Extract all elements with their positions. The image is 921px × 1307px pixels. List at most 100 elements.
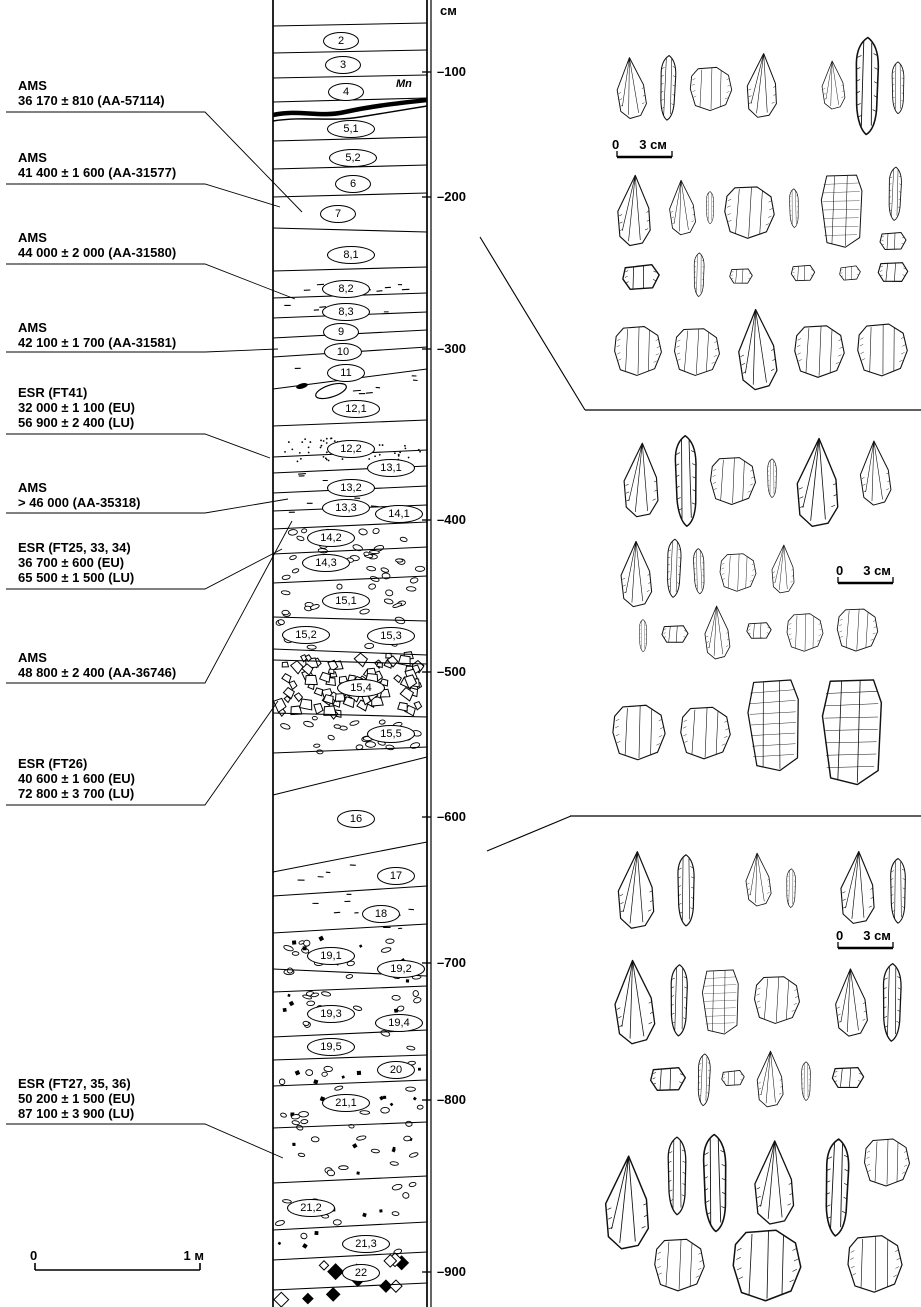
layer-oval: 14,3: [302, 554, 350, 572]
depth-tick-label: –600: [437, 809, 466, 824]
layer-oval: 19,5: [307, 1038, 355, 1056]
date-value: 72 800 ± 3 700 (LU): [18, 786, 135, 801]
layer-oval: 13,3: [322, 499, 370, 517]
strata-textures: [272, 283, 426, 1307]
date-method: AMS: [18, 320, 47, 335]
date-label: AMS> 46 000 (AA-35318): [18, 480, 141, 510]
layer-oval: 13,1: [367, 459, 415, 477]
lithic-artifact-drawing: [649, 1066, 687, 1092]
date-method: AMS: [18, 150, 47, 165]
lithic-artifact-drawing: [835, 607, 880, 653]
lithic-artifact-drawing: [744, 52, 780, 119]
date-value: 48 800 ± 2 400 (AA-36746): [18, 665, 177, 680]
date-label: ESR (FT27, 35, 36)50 200 ± 1 500 (EU)87 …: [18, 1076, 135, 1121]
main-scale-bar-labels: 0 1 м: [30, 1248, 204, 1263]
layer-oval: 19,2: [377, 960, 425, 978]
lithic-artifact-drawing: [728, 267, 754, 285]
lithic-artifact-drawing: [674, 434, 698, 528]
lithic-artifact-drawing: [668, 179, 697, 236]
lithic-artifact-drawing: [677, 854, 695, 927]
layer-oval: 5,2: [329, 149, 377, 167]
panel2-scale-zero: 0: [836, 563, 844, 578]
lithic-artifact-drawing: [689, 66, 733, 112]
layer-oval: 9: [323, 323, 359, 341]
layer-oval: 14,1: [375, 505, 423, 523]
lithic-artifact-drawing: [745, 621, 773, 640]
layer-oval: 6: [335, 175, 371, 193]
lithic-artifact-drawing: [660, 624, 690, 644]
lithic-artifact-drawing: [839, 850, 877, 925]
layer-oval: 16: [337, 810, 375, 828]
lithic-artifact-drawing: [753, 1139, 796, 1226]
layer-oval: 19,3: [307, 1005, 355, 1023]
layer-oval: 15,1: [322, 592, 370, 610]
lithic-artifact-drawing: [669, 963, 689, 1037]
lithic-artifact-drawing: [790, 264, 816, 282]
date-label: ESR (FT26)40 600 ± 1 600 (EU)72 800 ± 3 …: [18, 756, 135, 801]
layer-oval: 15,4: [337, 679, 385, 697]
panel3-scale-zero: 0: [836, 928, 844, 943]
panel3-scale-labels: 0 3 см: [836, 928, 891, 943]
lithic-artifact-drawing: [613, 325, 663, 377]
lithic-artifact-drawing: [612, 959, 657, 1045]
lithic-artifact-drawing: [653, 1238, 706, 1292]
lithic-artifact-drawing: [696, 1053, 712, 1107]
date-method: ESR (FT25, 33, 34): [18, 540, 131, 555]
date-method: AMS: [18, 480, 47, 495]
lithic-artifact-drawing: [701, 969, 739, 1035]
lithic-artifact-drawing: [887, 166, 903, 222]
layer-oval: 12,2: [327, 440, 375, 458]
lithic-artifact-drawing: [846, 1234, 904, 1294]
main-scale-end: 1 м: [183, 1248, 204, 1263]
date-value: 42 100 ± 1 700 (AA-31581): [18, 335, 177, 350]
depth-tick-label: –700: [437, 955, 466, 970]
layer-oval: 19,1: [307, 947, 355, 965]
layer-oval: 18: [362, 905, 400, 923]
layer-oval: 7: [320, 205, 356, 223]
date-value: 32 000 ± 1 100 (EU): [18, 400, 135, 415]
lithic-artifact-drawing: [881, 962, 903, 1043]
lithic-artifact-drawing: [820, 678, 883, 786]
panel2-scale-length: 3 см: [863, 563, 891, 578]
lithic-artifact-drawing: [719, 552, 757, 593]
lithic-artifact-drawing: [638, 619, 648, 653]
layer-oval: 15,2: [282, 626, 330, 644]
lithic-artifact-drawing: [736, 308, 779, 391]
depth-tick-label: –300: [437, 341, 466, 356]
lithic-artifact-drawing: [622, 441, 661, 519]
layer-oval: 8,2: [322, 280, 370, 298]
panel1-scale-length: 3 см: [639, 137, 667, 152]
depth-tick-label: –200: [437, 189, 466, 204]
date-method: ESR (FT41): [18, 385, 88, 400]
layer-oval: 8,3: [322, 303, 370, 321]
depth-unit-label: см: [440, 3, 457, 18]
lithic-artifact-drawing: [752, 974, 802, 1026]
panel1-scale-zero: 0: [612, 137, 620, 152]
lithic-artifact-drawing: [854, 36, 880, 136]
date-value: > 46 000 (AA-35318): [18, 495, 141, 510]
depth-tick-label: –100: [437, 64, 466, 79]
mn-layer-label: Mn: [396, 78, 412, 90]
layer-oval: 2: [323, 32, 359, 50]
layer-oval: 17: [377, 867, 415, 885]
layer-oval: 21,1: [322, 1094, 370, 1112]
lithic-artifact-drawing: [834, 967, 869, 1038]
date-label: ESR (FT25, 33, 34)36 700 ± 600 (EU)65 50…: [18, 540, 134, 585]
date-method: AMS: [18, 650, 47, 665]
layer-oval: 21,2: [287, 1199, 335, 1217]
lithic-artifact-drawing: [620, 540, 653, 608]
date-method: ESR (FT27, 35, 36): [18, 1076, 131, 1091]
date-value: 40 600 ± 1 600 (EU): [18, 771, 135, 786]
lithic-artifact-drawing: [723, 185, 776, 240]
main-scale-start: 0: [30, 1248, 38, 1263]
lithic-artifact-drawing: [658, 54, 678, 122]
lithic-artifact-drawing: [793, 324, 846, 379]
layer-oval: 22: [342, 1264, 380, 1282]
lithic-artifact-drawing: [766, 457, 778, 499]
lithic-artifact-drawing: [621, 263, 661, 291]
depth-tick-label: –400: [437, 512, 466, 527]
